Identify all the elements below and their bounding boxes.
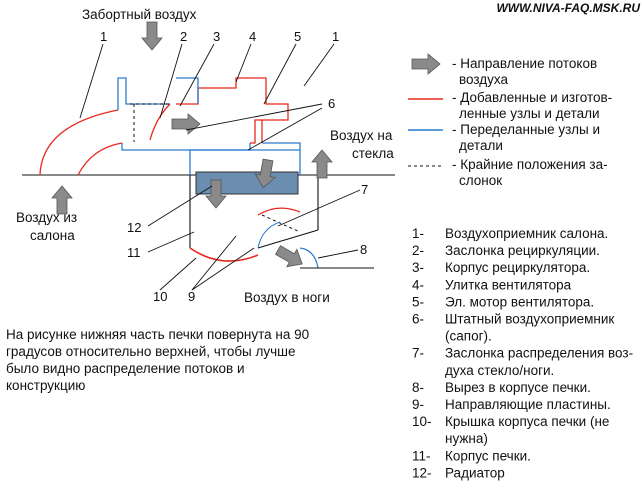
flow-arrow-fan-icon (171, 113, 201, 135)
part-number-8: 8- (412, 380, 424, 395)
legend-modified-line-2: детали (459, 138, 503, 153)
fan-scroll (250, 119, 263, 144)
callout-3: 3 (213, 29, 220, 44)
callout-1a: 1 (100, 29, 107, 44)
air-from-cabin-label-1: Воздух из (16, 210, 77, 225)
part-text-6-1: Штатный воздухоприемник (445, 312, 614, 327)
legend-added-line-2: ленные узлы и детали (459, 106, 600, 121)
watermark: WWW.NIVA-FAQ.MSK.RU (496, 1, 640, 15)
leader-lines (79, 43, 361, 291)
flow-arrows (51, 21, 333, 274)
callout-7: 7 (361, 182, 368, 197)
heater-body (189, 175, 319, 249)
stock-intake (189, 142, 301, 175)
part-text-11-1: Корпус печки. (445, 448, 531, 463)
air-to-feet-label: Воздух в ноги (244, 290, 330, 305)
legend-modified-line-1: - Переделанные узлы и (452, 122, 600, 137)
part-number-10: 10- (412, 414, 432, 429)
callout-6: 6 (328, 96, 335, 111)
recirculation-flap (130, 103, 171, 142)
outboard-air-label: Забортный воздух (82, 7, 197, 22)
part-text-7-1: Заслонка распределения воз- (445, 346, 633, 361)
part-text-4-1: Улитка вентилятора (445, 277, 572, 292)
part-text-10-1: Крышка корпуса печки (не (445, 414, 609, 429)
distribution-flap (257, 207, 301, 249)
callout-1b: 1 (332, 29, 339, 44)
part-text-8-1: Вырез в корпусе печки. (445, 380, 591, 395)
callout-9: 9 (188, 289, 195, 304)
callout-4: 4 (249, 29, 256, 44)
flow-arrow-glass-icon (311, 149, 333, 179)
guide-plates (189, 247, 259, 262)
callout-2: 2 (180, 29, 187, 44)
legend: - Направление потоков воздуха - Добавлен… (408, 53, 612, 188)
part-text-7-2: духа стекло/ноги. (445, 363, 554, 378)
part-text-5-1: Эл. мотор вентилятора. (445, 294, 594, 309)
part-text-1-1: Воздухоприемник салона. (445, 226, 608, 241)
flow-arrow-icon (411, 53, 441, 75)
orientation-note: На рисунке нижняя часть печки повернута … (6, 327, 310, 393)
part-text-3-1: Корпус рециркулятора. (445, 260, 590, 275)
callout-8: 8 (360, 242, 367, 257)
part-number-6: 6- (412, 312, 424, 327)
callout-11: 11 (127, 245, 141, 260)
callout-10: 10 (153, 289, 167, 304)
part-text-6-2: (сапог). (445, 329, 492, 344)
air-to-glass-label-2: стекла (352, 146, 394, 161)
part-text-10-2: нужна) (445, 431, 488, 446)
legend-flow-line-2: воздуха (459, 72, 508, 87)
part-number-4: 4- (412, 277, 424, 292)
part-number-3: 3- (412, 260, 424, 275)
part-number-5: 5- (412, 294, 424, 309)
legend-dashed-line-1: - Крайние положения за- (452, 157, 608, 172)
legend-added-line-1: - Добавленные и изготов- (452, 90, 612, 105)
callout-12: 12 (127, 220, 141, 235)
part-number-11: 11- (412, 448, 431, 463)
legend-flow-line-1: - Направление потоков (452, 56, 597, 71)
part-text-9-1: Направляющие пластины. (445, 397, 611, 412)
part-number-1: 1- (412, 226, 424, 241)
part-number-2: 2- (412, 243, 424, 258)
callout-5: 5 (294, 29, 301, 44)
parts-list: 1- Воздухоприемник салона. 2- Заслонка реци… (412, 226, 633, 480)
cabin-intake (39, 109, 123, 176)
air-to-glass-label-1: Воздух на (330, 128, 393, 143)
part-text-12-1: Радиатор (445, 465, 505, 480)
air-from-cabin-label-2: салона (30, 228, 75, 243)
part-number-7: 7- (412, 346, 424, 361)
part-text-2-1: Заслонка рециркуляции. (445, 243, 600, 258)
flow-arrow-outboard-icon (141, 21, 163, 51)
cutout (299, 247, 319, 269)
part-number-9: 9- (412, 397, 424, 412)
part-number-12: 12- (412, 465, 432, 480)
legend-dashed-line-2: слонок (459, 173, 502, 188)
